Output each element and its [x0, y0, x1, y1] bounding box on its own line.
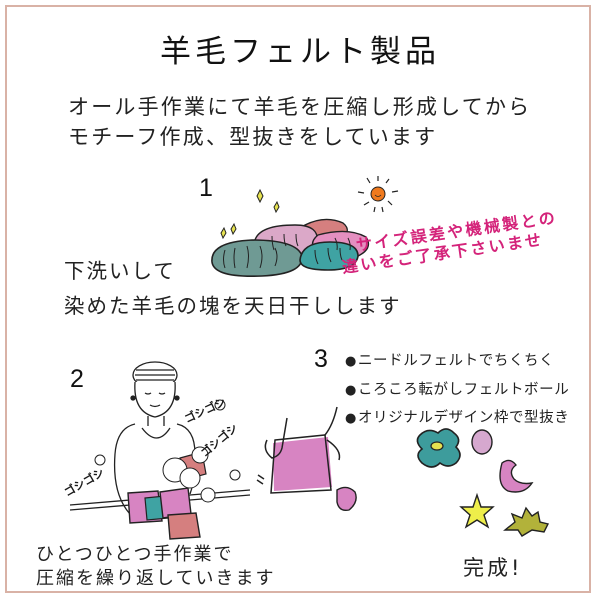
oval-shape-icon — [471, 429, 493, 455]
bullet-icon: ● — [345, 354, 357, 369]
completion-text: 完成! — [463, 556, 523, 580]
star-shape-icon — [459, 492, 495, 529]
step-2-number: 2 — [70, 365, 84, 393]
intro-line-1: オール手作業にて羊毛を圧縮し形成してから — [68, 95, 532, 119]
step-1-text-line-2: 染めた羊毛の塊を天日干しします — [64, 294, 402, 318]
bullet-icon: ● — [345, 383, 357, 398]
sparkle-icon — [220, 188, 280, 240]
step-1-text-line-1: 下洗いして — [64, 259, 176, 283]
step-3-bullet-1: ●ニードルフェルトでちくちく — [345, 353, 555, 369]
leaf-shape-icon — [503, 506, 550, 537]
intro-line-2: モチーフ作成、型抜きをしています — [68, 125, 438, 149]
page-title: 羊毛フェルト製品 — [160, 34, 440, 70]
page-frame — [5, 5, 591, 593]
woman-felting-illustration — [69, 361, 251, 540]
step-2-caption-line-2: 圧縮を繰り返していきます — [36, 568, 276, 589]
step-3-bullet-3: ●オリジナルデザイン枠で型抜き — [345, 410, 570, 426]
step-3-bullet-2: ●ころころ転がしフェルトボール — [345, 382, 570, 398]
bullet-icon: ● — [345, 411, 357, 426]
cutting-illustration — [256, 406, 357, 512]
step-3-number: 3 — [314, 345, 328, 373]
step-2-caption-line-1: ひとつひとつ手作業で — [36, 544, 234, 565]
wool-lumps-illustration — [211, 188, 370, 278]
sun-icon — [357, 176, 399, 213]
bird-shape-icon — [499, 459, 534, 493]
flower-shape-icon — [416, 428, 461, 468]
finished-shapes-illustration — [416, 428, 550, 537]
step-1-number: 1 — [199, 174, 213, 202]
